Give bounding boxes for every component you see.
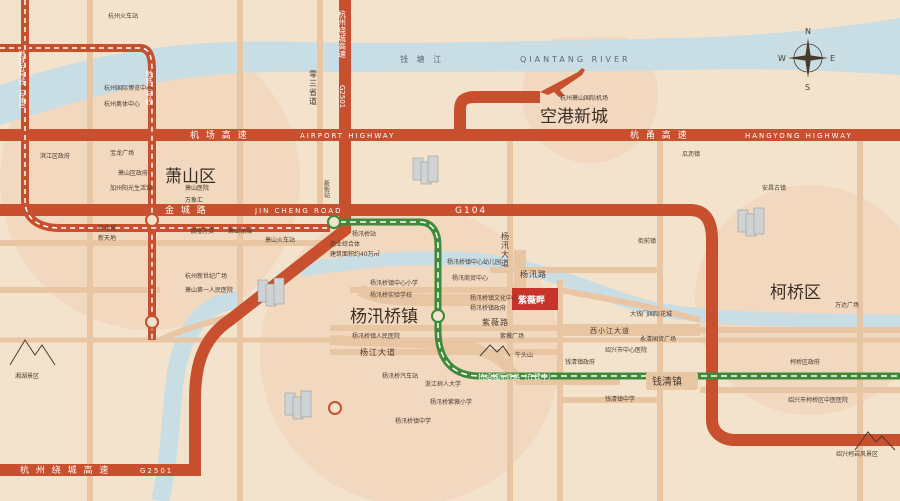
metro-line5-label: 地铁五号线（在建） <box>18 49 26 113</box>
poi-label: 杨汛桥镇政府 <box>470 304 506 312</box>
yangxun-dadao-label: 杨汛大道 <box>501 231 510 268</box>
mid-river <box>298 251 900 329</box>
compass-n: N <box>805 27 811 36</box>
poi-label: 杨汛桥实验学校 <box>370 291 412 299</box>
poi-label: 绍兴柯岩风景区 <box>836 450 878 458</box>
poi-label: 杨汛桥镇中心小学 <box>370 279 418 287</box>
airplane-icon <box>540 68 585 97</box>
airport-highway-cn: 机 场 高 速 <box>190 129 249 141</box>
poi-layer: 杭州火车站 杭州国际博览中心 杭州奥体中心 滨江区政府 宝龙广场 萧山区政府 加… <box>15 12 878 458</box>
project-marker[interactable] <box>512 288 558 310</box>
compass-s: S <box>805 83 810 92</box>
poi-label: 商业综合体 <box>330 240 360 248</box>
g2501-vert: G2501 <box>338 85 346 108</box>
qianqing-label: 钱清镇 <box>652 375 682 388</box>
district-keqiao: 柯桥区 <box>770 283 821 303</box>
poi-label: 永清国贸广场 <box>640 335 676 343</box>
district-xiaoshan: 萧山区 <box>165 167 216 187</box>
hangshao-rail-label: 杭绍城际铁路（在建中） <box>478 372 555 381</box>
poi-label: 杨汛桥紫薇小学 <box>430 398 472 406</box>
poi-label: 瓜沥镇 <box>682 150 700 158</box>
district-yangxun: 杨汛桥镇 <box>350 307 418 327</box>
poi-label: 加州阳光生活馆 <box>110 184 152 192</box>
g104-label: G104 <box>455 206 487 216</box>
poi-label: 杨汛桥站 <box>352 230 376 238</box>
poi-label: 万象汇 <box>185 196 203 204</box>
compass-icon <box>788 38 828 78</box>
poi-label: 萧山火车站 <box>265 236 295 244</box>
poi-label: 萧山第一人民医院 <box>185 286 233 294</box>
district-konggang: 空港新城 <box>540 107 608 127</box>
mountain-icon <box>9 339 896 451</box>
poi-label: 钱清镇中学 <box>605 395 635 403</box>
poi-label: 杭州新世纪广场 <box>185 272 227 280</box>
yangjiang-dadao-label: 杨江大道 <box>360 347 396 357</box>
yangxun-dadao <box>357 250 526 306</box>
jincheng-road-cn: 金 城 路 <box>165 204 208 216</box>
poi-label: 杨汛桥汽车站 <box>382 372 418 380</box>
north-land <box>0 0 900 90</box>
metro-line2-label: 地铁二号线 <box>145 69 153 105</box>
poi-label: 杨汛桥镇人民医院 <box>352 332 400 340</box>
poi-label: 钱清镇政府 <box>565 358 595 366</box>
lingsan-road: 零三省道 <box>309 70 318 106</box>
river-label-en: QIANTANG RIVER <box>520 55 631 64</box>
poi-label: 新天地 <box>98 234 116 242</box>
compass-e: E <box>830 54 835 63</box>
poi-label: 绍兴市中心医院 <box>605 346 647 354</box>
poi-label: 杭州萧山国际机场 <box>560 94 608 102</box>
hangyong-highway-en: HANGYONG HIGHWAY <box>745 132 853 140</box>
poi-label: 萧山医院 <box>185 184 209 192</box>
poi-label: 大钱门国际花城 <box>630 310 672 318</box>
jincheng-road-en: JIN CHENG ROAD <box>254 207 342 215</box>
qiantang-river <box>0 18 900 125</box>
building-icon <box>257 155 765 420</box>
west-river <box>151 291 241 501</box>
poi-label: 滨江区政府 <box>40 152 70 160</box>
river-label-cn: 钱 塘 江 <box>400 54 444 64</box>
poi-label: 万达广场 <box>835 301 859 309</box>
xixiaojiang-label: 西小江大道 <box>590 326 630 335</box>
ziwei-road-label: 紫薇路 <box>482 317 509 327</box>
ring-highway-bottom: 杭 州 绕 城 高 速 <box>20 464 110 476</box>
poi-label: 牛头山 <box>515 351 533 359</box>
poi-label: 杭州国际博览中心 <box>104 84 152 92</box>
hangyong-highway-cn: 杭 甬 高 速 <box>630 129 689 141</box>
poi-label: 浙江树人大学 <box>425 380 461 388</box>
poi-label: 安昌古镇 <box>762 184 786 192</box>
yangjiang-dadao <box>329 335 620 385</box>
ring-highway-vert: 杭州绕城高速 <box>338 9 347 59</box>
airport-highway-en: AIRPORT HIGHWAY <box>300 132 395 140</box>
poi-label: 杨汛桥镇中学 <box>395 417 431 425</box>
poi-label: 旺角城 <box>98 224 116 232</box>
poi-label: 紫薇广场 <box>500 332 524 340</box>
g2501-bottom: G2501 <box>140 467 173 475</box>
poi-label: 湘湖景区 <box>15 372 39 380</box>
compass-w: W <box>778 54 786 63</box>
yangxun-road-label: 杨汛路 <box>520 269 547 279</box>
metro-stations <box>145 213 445 415</box>
poi-label: 萧山区政府 <box>118 169 148 177</box>
metro-line2 <box>0 44 156 340</box>
keqiao-halo <box>695 185 900 415</box>
poi-label: 杭州奥体中心 <box>104 100 140 108</box>
poi-label: 杭州火车站 <box>108 12 138 20</box>
poi-label: 建筑面积约40万㎡ <box>330 250 380 258</box>
poi-label: 街前镇 <box>638 237 656 245</box>
poi-label: 杨汛商贸中心 <box>452 274 488 282</box>
poi-label: 绍兴市柯桥区中医医院 <box>788 396 848 404</box>
poi-label: 杨汛桥镇中心幼儿园 <box>447 258 501 266</box>
poi-label: 柯桥区政府 <box>790 358 820 366</box>
poi-label: 宝龙广场 <box>110 149 134 157</box>
poi-label: 杨汛桥镇文化中心 <box>470 294 518 302</box>
poi-label: 新街站 <box>323 179 330 199</box>
project-label: 紫薇畔 <box>518 294 545 306</box>
poi-label: 银隆万货 <box>190 227 214 235</box>
poi-label: 萧山湖城 <box>228 227 252 235</box>
